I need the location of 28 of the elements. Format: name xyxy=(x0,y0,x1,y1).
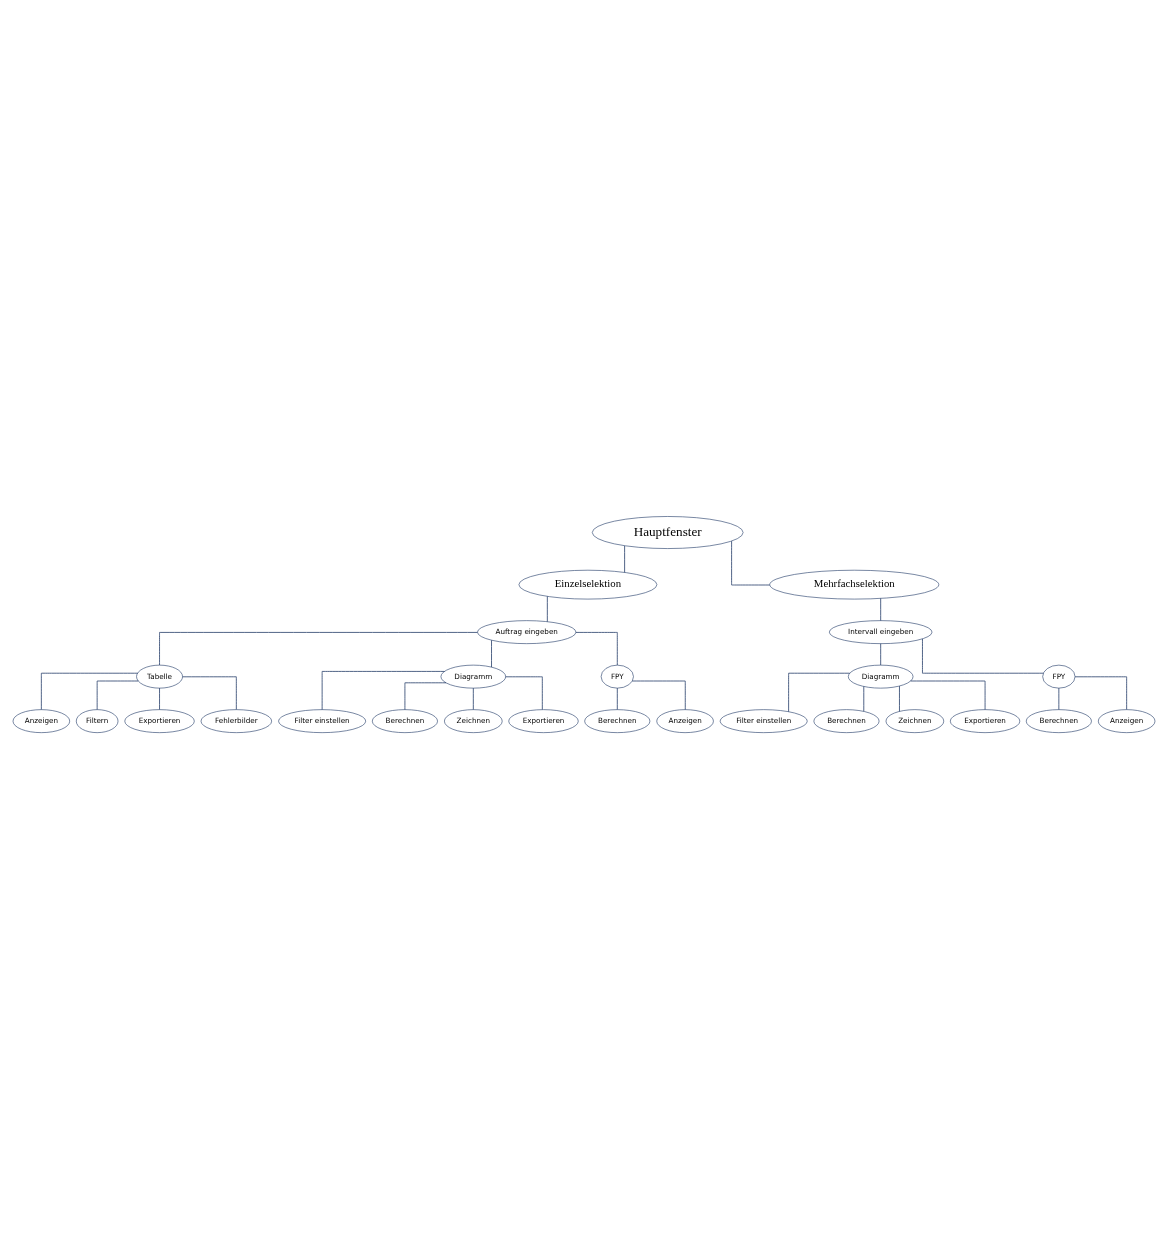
connector xyxy=(880,598,882,622)
connector xyxy=(182,676,237,710)
connector xyxy=(880,643,882,666)
connector xyxy=(624,545,625,573)
connector xyxy=(40,672,138,710)
connector xyxy=(731,540,771,586)
connector xyxy=(632,680,686,710)
connector xyxy=(491,639,492,668)
connector xyxy=(159,632,478,666)
connector xyxy=(616,687,618,710)
connector xyxy=(472,687,474,710)
connector xyxy=(546,596,548,623)
connector xyxy=(96,680,139,710)
connector xyxy=(1058,687,1060,710)
connector xyxy=(910,680,986,710)
connector xyxy=(922,638,1044,674)
connector xyxy=(788,672,851,713)
node-ellipse: Mehrfachselektion xyxy=(769,569,940,600)
node-ellipse: Hauptfenster xyxy=(591,516,744,549)
connector xyxy=(1074,676,1128,710)
connector xyxy=(899,685,900,712)
connector xyxy=(321,671,445,710)
connector xyxy=(863,686,865,712)
connector xyxy=(575,632,618,666)
node-ellipse: Einzelselektion xyxy=(518,569,658,600)
connector xyxy=(505,676,543,710)
connector xyxy=(404,682,447,711)
connector xyxy=(159,687,160,710)
